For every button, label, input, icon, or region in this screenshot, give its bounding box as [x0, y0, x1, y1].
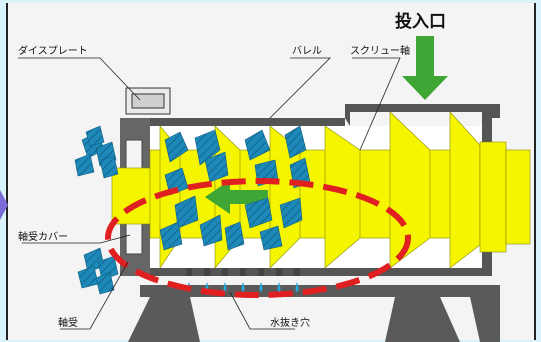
chevron-icon [0, 190, 8, 220]
arrow-left-icon [205, 180, 268, 214]
label-barrel: バレル [292, 45, 322, 57]
machine-base [128, 285, 500, 342]
expelled-chips [74, 125, 119, 295]
label-bearing: 軸受 [58, 316, 78, 329]
leader-lines [18, 57, 401, 330]
label-screw-shaft: スクリュー軸 [350, 44, 410, 57]
drain-holes [186, 268, 300, 276]
highlight-ellipse [105, 178, 411, 298]
label-die-plate: ダイスプレート [18, 44, 88, 57]
label-inlet: 投入口 [395, 11, 446, 32]
label-bearing-cover: 軸受カバー [18, 230, 68, 243]
label-drain-holes: 水抜き穴 [270, 316, 310, 329]
arrow-down-icon [402, 36, 448, 100]
